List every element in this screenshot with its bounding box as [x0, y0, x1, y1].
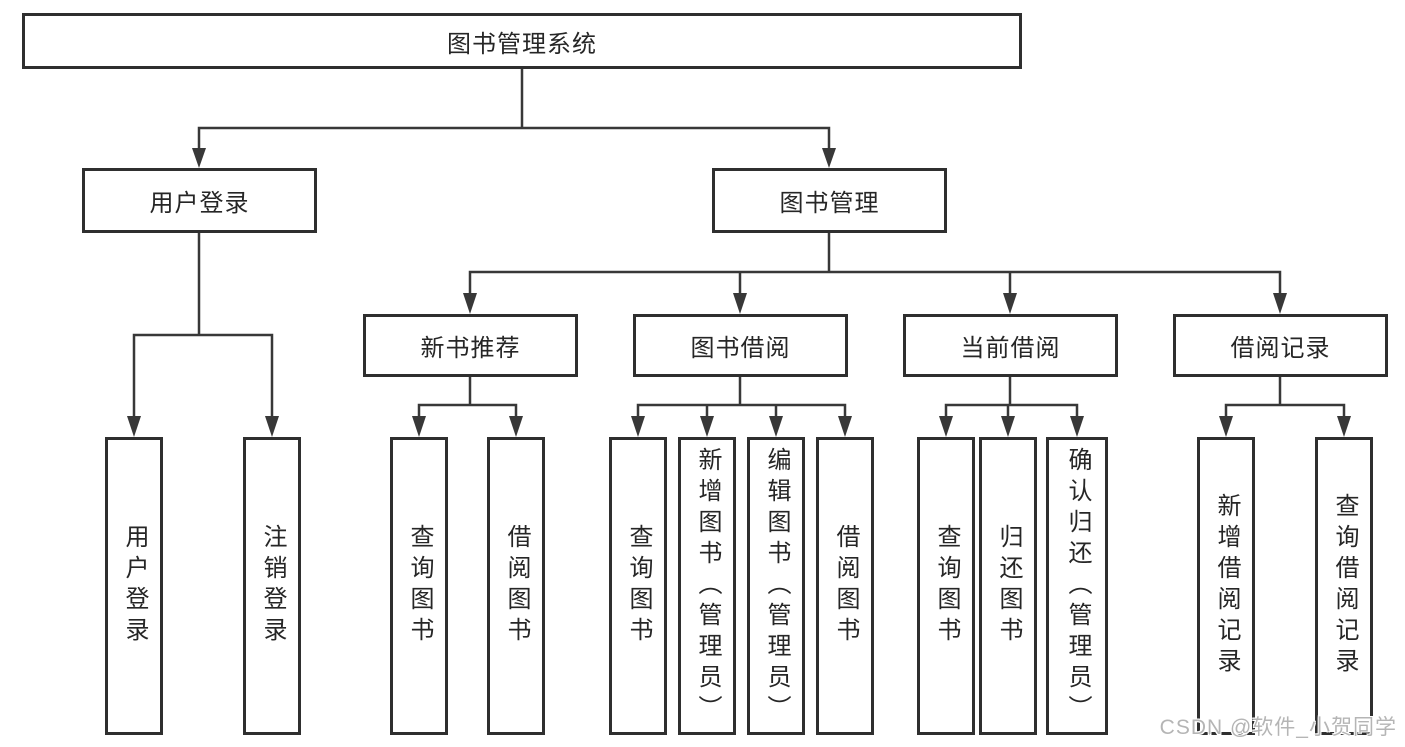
connector-user-login-branch	[127, 231, 279, 437]
leaf-borrow-books-recommend: 借阅图书	[487, 437, 545, 735]
leaf-query-books-recommend: 查询图书	[390, 437, 448, 735]
leaf-user-login-label: 用户登录	[121, 524, 148, 648]
leaf-query-books-borrowing-label: 查询图书	[625, 524, 652, 648]
leaf-logout: 注销登录	[243, 437, 301, 735]
connector-book-management-to-modules	[463, 231, 1287, 314]
connector-current-borrowing	[939, 375, 1084, 437]
connector-new-book-recommend	[412, 375, 523, 437]
node-book-management-branch: 图书管理	[712, 168, 947, 233]
leaf-query-books-recommend-label: 查询图书	[406, 524, 433, 648]
leaf-return-books: 归还图书	[979, 437, 1037, 735]
leaf-user-login: 用户登录	[105, 437, 163, 735]
leaf-confirm-return-admin-label: 确认归还（管理员）	[1064, 446, 1091, 726]
leaf-borrow-books-borrowing: 借阅图书	[816, 437, 874, 735]
node-current-borrowing: 当前借阅	[903, 314, 1118, 377]
leaf-add-borrow-record: 新增借阅记录	[1197, 437, 1255, 735]
leaf-query-books-current-label: 查询图书	[933, 524, 960, 648]
node-new-book-recommend: 新书推荐	[363, 314, 578, 377]
connector-root-to-level2	[192, 67, 836, 168]
leaf-query-borrow-record: 查询借阅记录	[1315, 437, 1373, 735]
node-user-login-branch: 用户登录	[82, 168, 317, 233]
leaf-confirm-return-admin: 确认归还（管理员）	[1046, 437, 1108, 735]
leaf-add-borrow-record-label: 新增借阅记录	[1213, 493, 1240, 679]
node-book-borrowing: 图书借阅	[633, 314, 848, 377]
leaf-query-books-current: 查询图书	[917, 437, 975, 735]
leaf-logout-label: 注销登录	[259, 524, 286, 648]
connector-book-borrowing	[631, 375, 852, 437]
leaf-edit-book-admin: 编辑图书（管理员）	[747, 437, 805, 735]
leaf-return-books-label: 归还图书	[995, 524, 1022, 648]
leaf-query-borrow-record-label: 查询借阅记录	[1331, 493, 1358, 679]
leaf-add-book-admin: 新增图书（管理员）	[678, 437, 736, 735]
node-root-system: 图书管理系统	[22, 13, 1022, 69]
connector-borrowing-records	[1219, 375, 1351, 437]
leaf-edit-book-admin-label: 编辑图书（管理员）	[763, 446, 790, 726]
leaf-borrow-books-recommend-label: 借阅图书	[503, 524, 530, 648]
leaf-query-books-borrowing: 查询图书	[609, 437, 667, 735]
leaf-add-book-admin-label: 新增图书（管理员）	[694, 446, 721, 726]
node-borrowing-records: 借阅记录	[1173, 314, 1388, 377]
csdn-watermark: CSDN @软件_小贺同学	[1159, 716, 1397, 739]
leaf-borrow-books-borrowing-label: 借阅图书	[832, 524, 859, 648]
